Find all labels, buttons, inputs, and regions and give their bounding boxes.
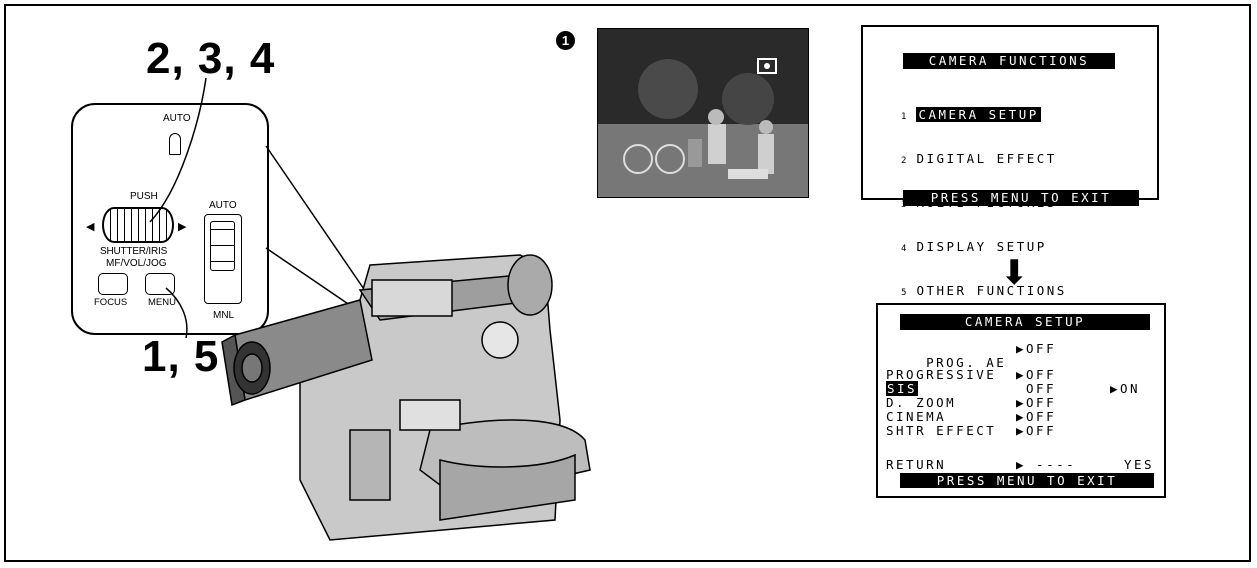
menu-label: MENU (148, 297, 176, 308)
menu1-item-label: CAMERA SETUP (916, 107, 1041, 122)
menu1-item[interactable]: 1 CAMERA SETUP (901, 107, 1041, 122)
menu2-row-label[interactable]: PROGRESSIVE (886, 367, 997, 382)
left-arrow-icon: ◀ (86, 221, 95, 233)
leader-line-menu (165, 287, 188, 339)
menu1-footer: PRESS MENU TO EXIT (903, 190, 1139, 206)
menu2-row-label[interactable]: SHTR EFFECT (886, 423, 997, 438)
menu2-row-value: ▶OFF (1016, 423, 1057, 438)
menu2-row-value: ▶OFF (1016, 409, 1057, 424)
steps-1-5-label: 1, 5 (142, 332, 220, 381)
menu2-row-value: ▶OFF (1016, 341, 1057, 356)
page-frame (4, 4, 1251, 562)
switch-auto-label: AUTO (209, 200, 237, 211)
steps-2-3-4-label: 2, 3, 4 (146, 34, 276, 83)
camera-setup-menu: CAMERA SETUP PROG. AE ▶OFF PROGRESSIVE ▶… (876, 303, 1166, 498)
menu2-return-yes: YES (1124, 457, 1155, 472)
menu1-item[interactable]: 2 DIGITAL EFFECT (901, 151, 1057, 167)
menu2-row-prog-ae[interactable]: PROG. AE (886, 342, 1006, 384)
menu2-row-sis[interactable]: SIS (886, 381, 919, 396)
focus-button[interactable] (98, 273, 128, 295)
menu2-row-label[interactable]: CINEMA (886, 409, 947, 424)
viewfinder-photo (597, 28, 809, 198)
mnl-label: MNL (213, 310, 235, 321)
step-marker-circle: 1 (556, 31, 575, 50)
menu1-item-label: OTHER FUNCTIONS (916, 283, 1067, 298)
auto-top-label: AUTO (163, 113, 191, 124)
menu2-row-label: SIS (886, 381, 919, 396)
auto-lamp-icon (169, 133, 181, 155)
menu1-item[interactable]: 4 DISPLAY SETUP (901, 239, 1047, 255)
jog-dial[interactable] (102, 207, 174, 243)
mf-vol-jog-label: MF/VOL/JOG (106, 258, 167, 269)
shutter-iris-label: SHUTTER/IRIS (100, 246, 168, 257)
menu2-return-value: ▶ ---- (1016, 457, 1077, 472)
push-label: PUSH (130, 191, 158, 202)
callout-line-top (265, 145, 369, 296)
right-arrow-icon: ▶ (178, 221, 187, 233)
camcorder-body (221, 254, 591, 541)
auto-manual-switch[interactable] (204, 214, 242, 304)
menu1-list: 1 CAMERA SETUP 2 DIGITAL EFFECT 3 MULTI-… (901, 80, 1067, 328)
down-arrow-icon: ⬇ (1000, 254, 1029, 292)
menu-button[interactable] (145, 273, 175, 295)
picnic-scene (598, 29, 808, 197)
leader-line-jog (149, 77, 207, 223)
menu2-title: CAMERA SETUP (900, 314, 1150, 330)
menu1-item-label: DISPLAY SETUP (916, 239, 1047, 254)
menu2-row-value: ▶OFF (1016, 395, 1057, 410)
menu1-item[interactable]: 5 OTHER FUNCTIONS (901, 283, 1067, 299)
switch-knob[interactable] (210, 221, 235, 271)
menu2-return-label[interactable]: RETURN (886, 457, 947, 472)
menu2-row-extra: ▶ON (1110, 381, 1141, 396)
menu2-row-label: PROG. AE (926, 355, 1007, 370)
menu1-item-label: DIGITAL EFFECT (916, 151, 1057, 166)
menu2-row-value: ▶OFF (1016, 367, 1057, 382)
camera-functions-menu: CAMERA FUNCTIONS 1 CAMERA SETUP 2 DIGITA… (861, 25, 1159, 298)
menu2-row-label[interactable]: D. ZOOM (886, 395, 957, 410)
menu2-row-value: OFF (1026, 381, 1057, 396)
menu2-footer: PRESS MENU TO EXIT (900, 473, 1154, 488)
focus-label: FOCUS (94, 297, 128, 308)
callout-line-bottom (265, 247, 361, 313)
menu1-title: CAMERA FUNCTIONS (903, 53, 1115, 69)
